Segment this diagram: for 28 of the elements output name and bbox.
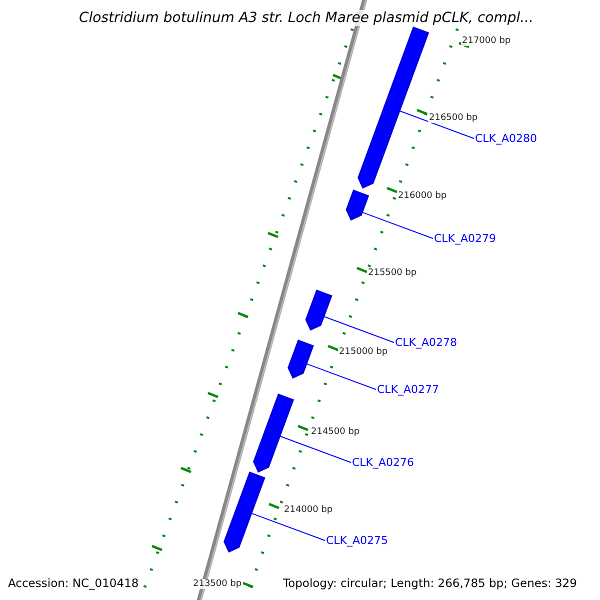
- leader-line: [306, 363, 376, 390]
- gene-feature: [346, 190, 370, 221]
- position-label: 214500 bp: [310, 427, 361, 437]
- gene-feature: [305, 290, 332, 331]
- gene-label: CLK_A0279: [434, 232, 496, 245]
- position-label: 213500 bp: [192, 579, 243, 589]
- gene-label: CLK_A0280: [475, 132, 538, 145]
- footer-text: Topology: circular; Length: 266,785 bp; Genes: 329: [283, 576, 577, 590]
- gene-feature: [358, 26, 430, 189]
- leader-line: [279, 436, 352, 463]
- gene-feature: [224, 472, 266, 553]
- gene-label: CLK_A0276: [352, 456, 414, 469]
- gene-feature: [288, 340, 314, 379]
- leader-line: [251, 512, 326, 541]
- position-label: 215500 bp: [367, 268, 418, 278]
- leader-line: [362, 212, 434, 239]
- position-label: 216500 bp: [428, 113, 479, 123]
- gene-label: CLK_A0275: [326, 534, 388, 547]
- position-label: 215000 bp: [338, 347, 389, 357]
- gene-feature: [253, 394, 294, 473]
- footer-text: Accession: NC_010418: [8, 576, 139, 590]
- leader-line: [323, 316, 394, 343]
- gene-label: CLK_A0278: [395, 336, 458, 349]
- position-label: 214000 bp: [283, 505, 334, 515]
- position-label: 216000 bp: [397, 191, 448, 201]
- position-label: 217000 bp: [461, 36, 512, 46]
- gene-label: CLK_A0277: [377, 383, 440, 396]
- leader-line: [399, 110, 474, 139]
